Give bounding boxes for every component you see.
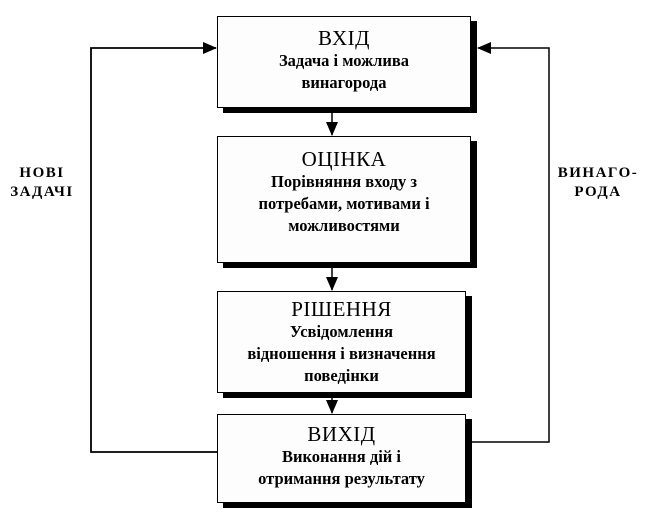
feedback-label-right: ВИНАГО- РОДА	[556, 164, 640, 202]
node-desc-line: поведінки	[304, 366, 379, 385]
feedback-label-line: ВИНАГО-	[557, 165, 639, 181]
feedback-label-line: РОДА	[574, 184, 622, 200]
node-eval: ОЦІНКА Порівняння входу з потребами, мот…	[217, 136, 471, 263]
feedback-line-left	[90, 42, 217, 453]
feedback-label-left: НОВІ ЗАДАЧІ	[10, 164, 74, 202]
node-desc-line: потребами, мотивами і	[258, 194, 430, 213]
node-desc-line: Виконання дій і	[281, 447, 402, 466]
node-desc-line: винагорода	[301, 73, 387, 92]
node-desc-line: Порівняння входу з	[271, 172, 417, 191]
node-desc-line: отримання результату	[258, 469, 425, 488]
node-desc-line: Задача і можлива	[278, 51, 410, 70]
node-title: ВИХІД	[307, 422, 376, 446]
feedback-line-right	[472, 42, 550, 443]
node-desc-line: можливостями	[288, 216, 400, 235]
feedback-label-line: НОВІ	[19, 165, 65, 181]
node-input: ВХІД Задача і можлива винагорода	[217, 16, 471, 108]
node-output: ВИХІД Виконання дій і отримання результа…	[217, 414, 466, 503]
node-desc-line: відношення і визначення	[247, 344, 436, 363]
node-desc-line: Усвідомлення	[289, 322, 394, 341]
node-title: РІШЕННЯ	[291, 297, 392, 321]
feedback-label-line: ЗАДАЧІ	[10, 184, 74, 200]
node-title: ВХІД	[318, 26, 370, 50]
node-decide: РІШЕННЯ Усвідомлення відношення і визнач…	[217, 291, 466, 393]
node-title: ОЦІНКА	[301, 147, 387, 171]
